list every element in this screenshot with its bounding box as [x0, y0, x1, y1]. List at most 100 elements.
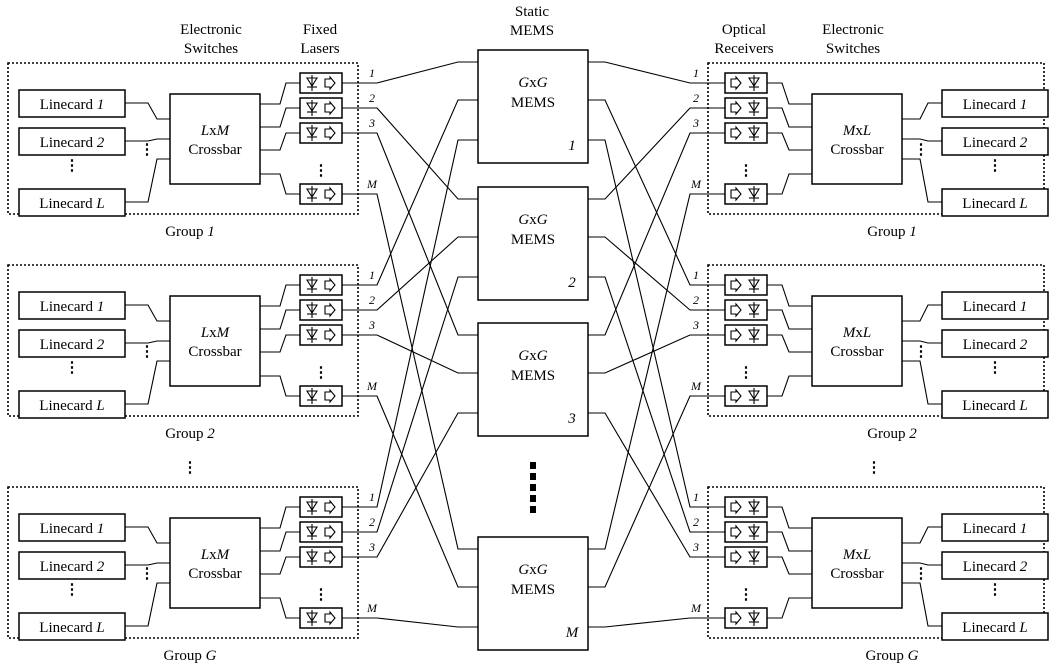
fiber-left: [342, 236, 478, 311]
mems-index: M: [565, 625, 580, 641]
crossbar-to-linecard: [902, 138, 942, 142]
crossbar-label-line1: LxM: [200, 123, 231, 139]
linecard-label: Linecard 1: [40, 299, 105, 315]
linecard-label: Linecard L: [39, 398, 104, 414]
arrow-right-icon: [324, 75, 336, 91]
crossbar-label-line1: MxL: [842, 123, 871, 139]
linecard-left-g1-3: [18, 188, 126, 217]
linecard-left-g2-3: [18, 390, 126, 419]
laser-g3-2: [299, 521, 343, 543]
receiver-g3-3: [724, 546, 768, 568]
linecard-ellipsis: ⋮: [988, 158, 1003, 174]
labels: Electronic Switches Fixed Lasers Static …: [39, 4, 1027, 664]
crossbar-to-laser: [260, 531, 300, 552]
receiver-g3-1: [724, 496, 768, 518]
crossbar-label-line1: LxM: [200, 325, 231, 341]
arrow-right-icon: [324, 186, 336, 202]
header-fixed-lasers-1: Fixed: [303, 22, 338, 38]
linecard-right-g2-1: [941, 291, 1049, 320]
linecard-label: Linecard 2: [40, 559, 105, 575]
crossbar-to-linecard: [902, 304, 942, 322]
crossbar-label-line2: Crossbar: [830, 142, 883, 158]
arrow-right-icon: [324, 277, 336, 293]
arrow-right-icon: [324, 302, 336, 318]
receiver-to-crossbar: [767, 334, 812, 353]
linecard-label: Linecard 1: [40, 521, 105, 537]
crossbar-to-laser: [260, 132, 300, 151]
laser-g1-3: [299, 122, 343, 144]
crossbar-input-ellipsis: ⋮: [140, 142, 155, 158]
linecard-label: Linecard 2: [40, 135, 105, 151]
receiver-ellipsis: ⋮: [739, 587, 754, 603]
laser-g2-3: [299, 324, 343, 346]
crossbar-label-line2: Crossbar: [188, 566, 241, 582]
arrow-right-icon: [324, 499, 336, 515]
linecard-label: Linecard 2: [40, 337, 105, 353]
linecard-right-g3-3: [941, 612, 1049, 641]
port-label: M: [366, 379, 378, 393]
crossbar-to-linecard: [902, 360, 942, 405]
linecard-ellipsis: ⋮: [988, 360, 1003, 376]
receiver-to-crossbar: [767, 107, 812, 128]
arrow-right-icon: [730, 302, 742, 318]
receiver-ellipsis: ⋮: [739, 365, 754, 381]
laser-g1-4: [299, 183, 343, 205]
header-electronic-switches-right-1: Electronic: [822, 22, 884, 38]
group-label: Group 2: [867, 426, 917, 442]
arrow-right-icon: [324, 549, 336, 565]
mems-label-line1: GxG: [518, 212, 547, 228]
linecard-to-crossbar: [125, 582, 170, 627]
fiber-left: [342, 617, 478, 628]
linecard-left-g1-2: [18, 127, 126, 156]
fiber-left: [342, 132, 478, 336]
linecard-to-crossbar: [125, 138, 170, 142]
laser-g1-2: [299, 97, 343, 119]
receiver-g2-1: [724, 274, 768, 296]
linecard-left-g3-1: [18, 513, 126, 542]
port-label: 2: [693, 293, 699, 307]
fiber-right: [588, 61, 725, 84]
receiver-to-crossbar: [767, 506, 812, 529]
arrow-right-icon: [324, 327, 336, 343]
laser-ellipsis: ⋮: [314, 365, 329, 381]
crossbar-label-line1: MxL: [842, 325, 871, 341]
laser-g1-1: [299, 72, 343, 94]
port-label: M: [690, 379, 702, 393]
group-frame-right-3: [707, 486, 1045, 639]
crossbar-label-line1: MxL: [842, 547, 871, 563]
fiber-right: [588, 99, 725, 286]
crossbar-label-line1: LxM: [200, 547, 231, 563]
mems-label-line1: GxG: [518, 562, 547, 578]
linecard-label: Linecard L: [39, 196, 104, 212]
linecard-to-crossbar: [125, 340, 170, 344]
arrow-right-icon: [730, 388, 742, 404]
laser-g2-1: [299, 274, 343, 296]
crossbar-label-line2: Crossbar: [188, 142, 241, 158]
port-label: 2: [693, 91, 699, 105]
arrow-right-icon: [730, 277, 742, 293]
fiber-right: [588, 132, 725, 336]
arrow-right-icon: [730, 610, 742, 626]
header-static-mems-1: Static: [515, 4, 550, 20]
group-label: Group 1: [165, 224, 215, 240]
receiver-to-crossbar: [767, 556, 812, 575]
mems-index: 1: [568, 138, 576, 154]
crossbar-output-ellipsis: ⋮: [914, 142, 929, 158]
crossbar-left-g3: [169, 517, 261, 609]
crossbar-to-laser: [260, 556, 300, 575]
arrow-right-icon: [730, 499, 742, 515]
header-fixed-lasers-2: Lasers: [300, 41, 339, 57]
crossbar-to-laser: [260, 82, 300, 105]
laser-g2-2: [299, 299, 343, 321]
crossbar-left-g2: [169, 295, 261, 387]
linecard-ellipsis: ⋮: [65, 360, 80, 376]
linecard-to-crossbar: [125, 158, 170, 203]
linecard-right-g2-3: [941, 390, 1049, 419]
crossbar-to-linecard: [902, 526, 942, 544]
linecard-to-crossbar: [125, 360, 170, 405]
port-label: M: [366, 601, 378, 615]
receiver-g3-2: [724, 521, 768, 543]
port-label: 1: [693, 490, 699, 504]
port-label: 3: [368, 540, 375, 554]
